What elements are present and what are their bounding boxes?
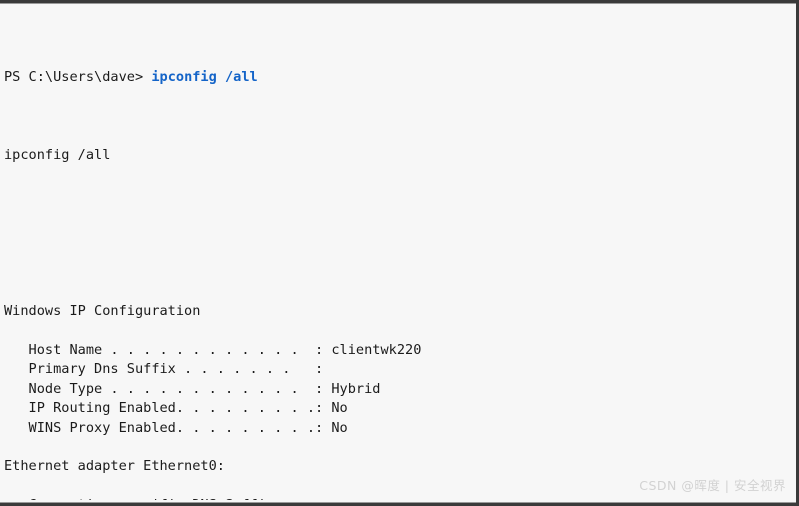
entry-label: Connection-specific DNS Suffix . : bbox=[4, 497, 324, 500]
prompt-command: ipconfig /all bbox=[151, 69, 258, 86]
entry-label: IP Routing Enabled. . . . . . . . .: bbox=[4, 400, 324, 417]
echo-line: ipconfig /all bbox=[4, 147, 111, 164]
ipconfig-entry: Host Name . . . . . . . . . . . . : clie… bbox=[4, 341, 796, 360]
entry-value: Hybrid bbox=[323, 380, 381, 397]
entry-label: WINS Proxy Enabled. . . . . . . . .: bbox=[4, 419, 324, 436]
entry-label: Primary Dns Suffix . . . . . . . : bbox=[4, 361, 324, 378]
entry-value: clientwk220 bbox=[323, 341, 422, 358]
blank-line bbox=[4, 438, 796, 457]
csdn-watermark: CSDN @晖度 | 安全视界 bbox=[639, 478, 786, 493]
prompt-path: PS C:\Users\dave> bbox=[4, 69, 152, 86]
entry-value: No bbox=[323, 400, 348, 417]
section-heading: Ethernet adapter Ethernet0: bbox=[4, 457, 796, 476]
entry-label: Host Name . . . . . . . . . . . . : bbox=[4, 341, 324, 358]
section-heading-text: Ethernet adapter Ethernet0: bbox=[4, 458, 225, 475]
blank-line bbox=[4, 321, 796, 340]
ipconfig-entry: Connection-specific DNS Suffix . : bbox=[4, 496, 796, 500]
blank-line bbox=[4, 224, 796, 243]
section-heading-text: Windows IP Configuration bbox=[4, 302, 201, 319]
console-output-area[interactable]: PS C:\Users\dave> ipconfig /all ipconfig… bbox=[0, 6, 796, 500]
ipconfig-entry: IP Routing Enabled. . . . . . . . .: No bbox=[4, 399, 796, 418]
entry-label: Node Type . . . . . . . . . . . . : bbox=[4, 380, 324, 397]
entry-value: No bbox=[323, 419, 348, 436]
ipconfig-entry: Primary Dns Suffix . . . . . . . : bbox=[4, 360, 796, 379]
section-heading: Windows IP Configuration bbox=[4, 302, 796, 321]
output-sections: Windows IP Configuration Host Name . . .… bbox=[4, 302, 796, 500]
ipconfig-entry: Node Type . . . . . . . . . . . . : Hybr… bbox=[4, 380, 796, 399]
prompt-line: PS C:\Users\dave> ipconfig /all bbox=[4, 68, 796, 87]
ipconfig-entry: WINS Proxy Enabled. . . . . . . . .: No bbox=[4, 419, 796, 438]
